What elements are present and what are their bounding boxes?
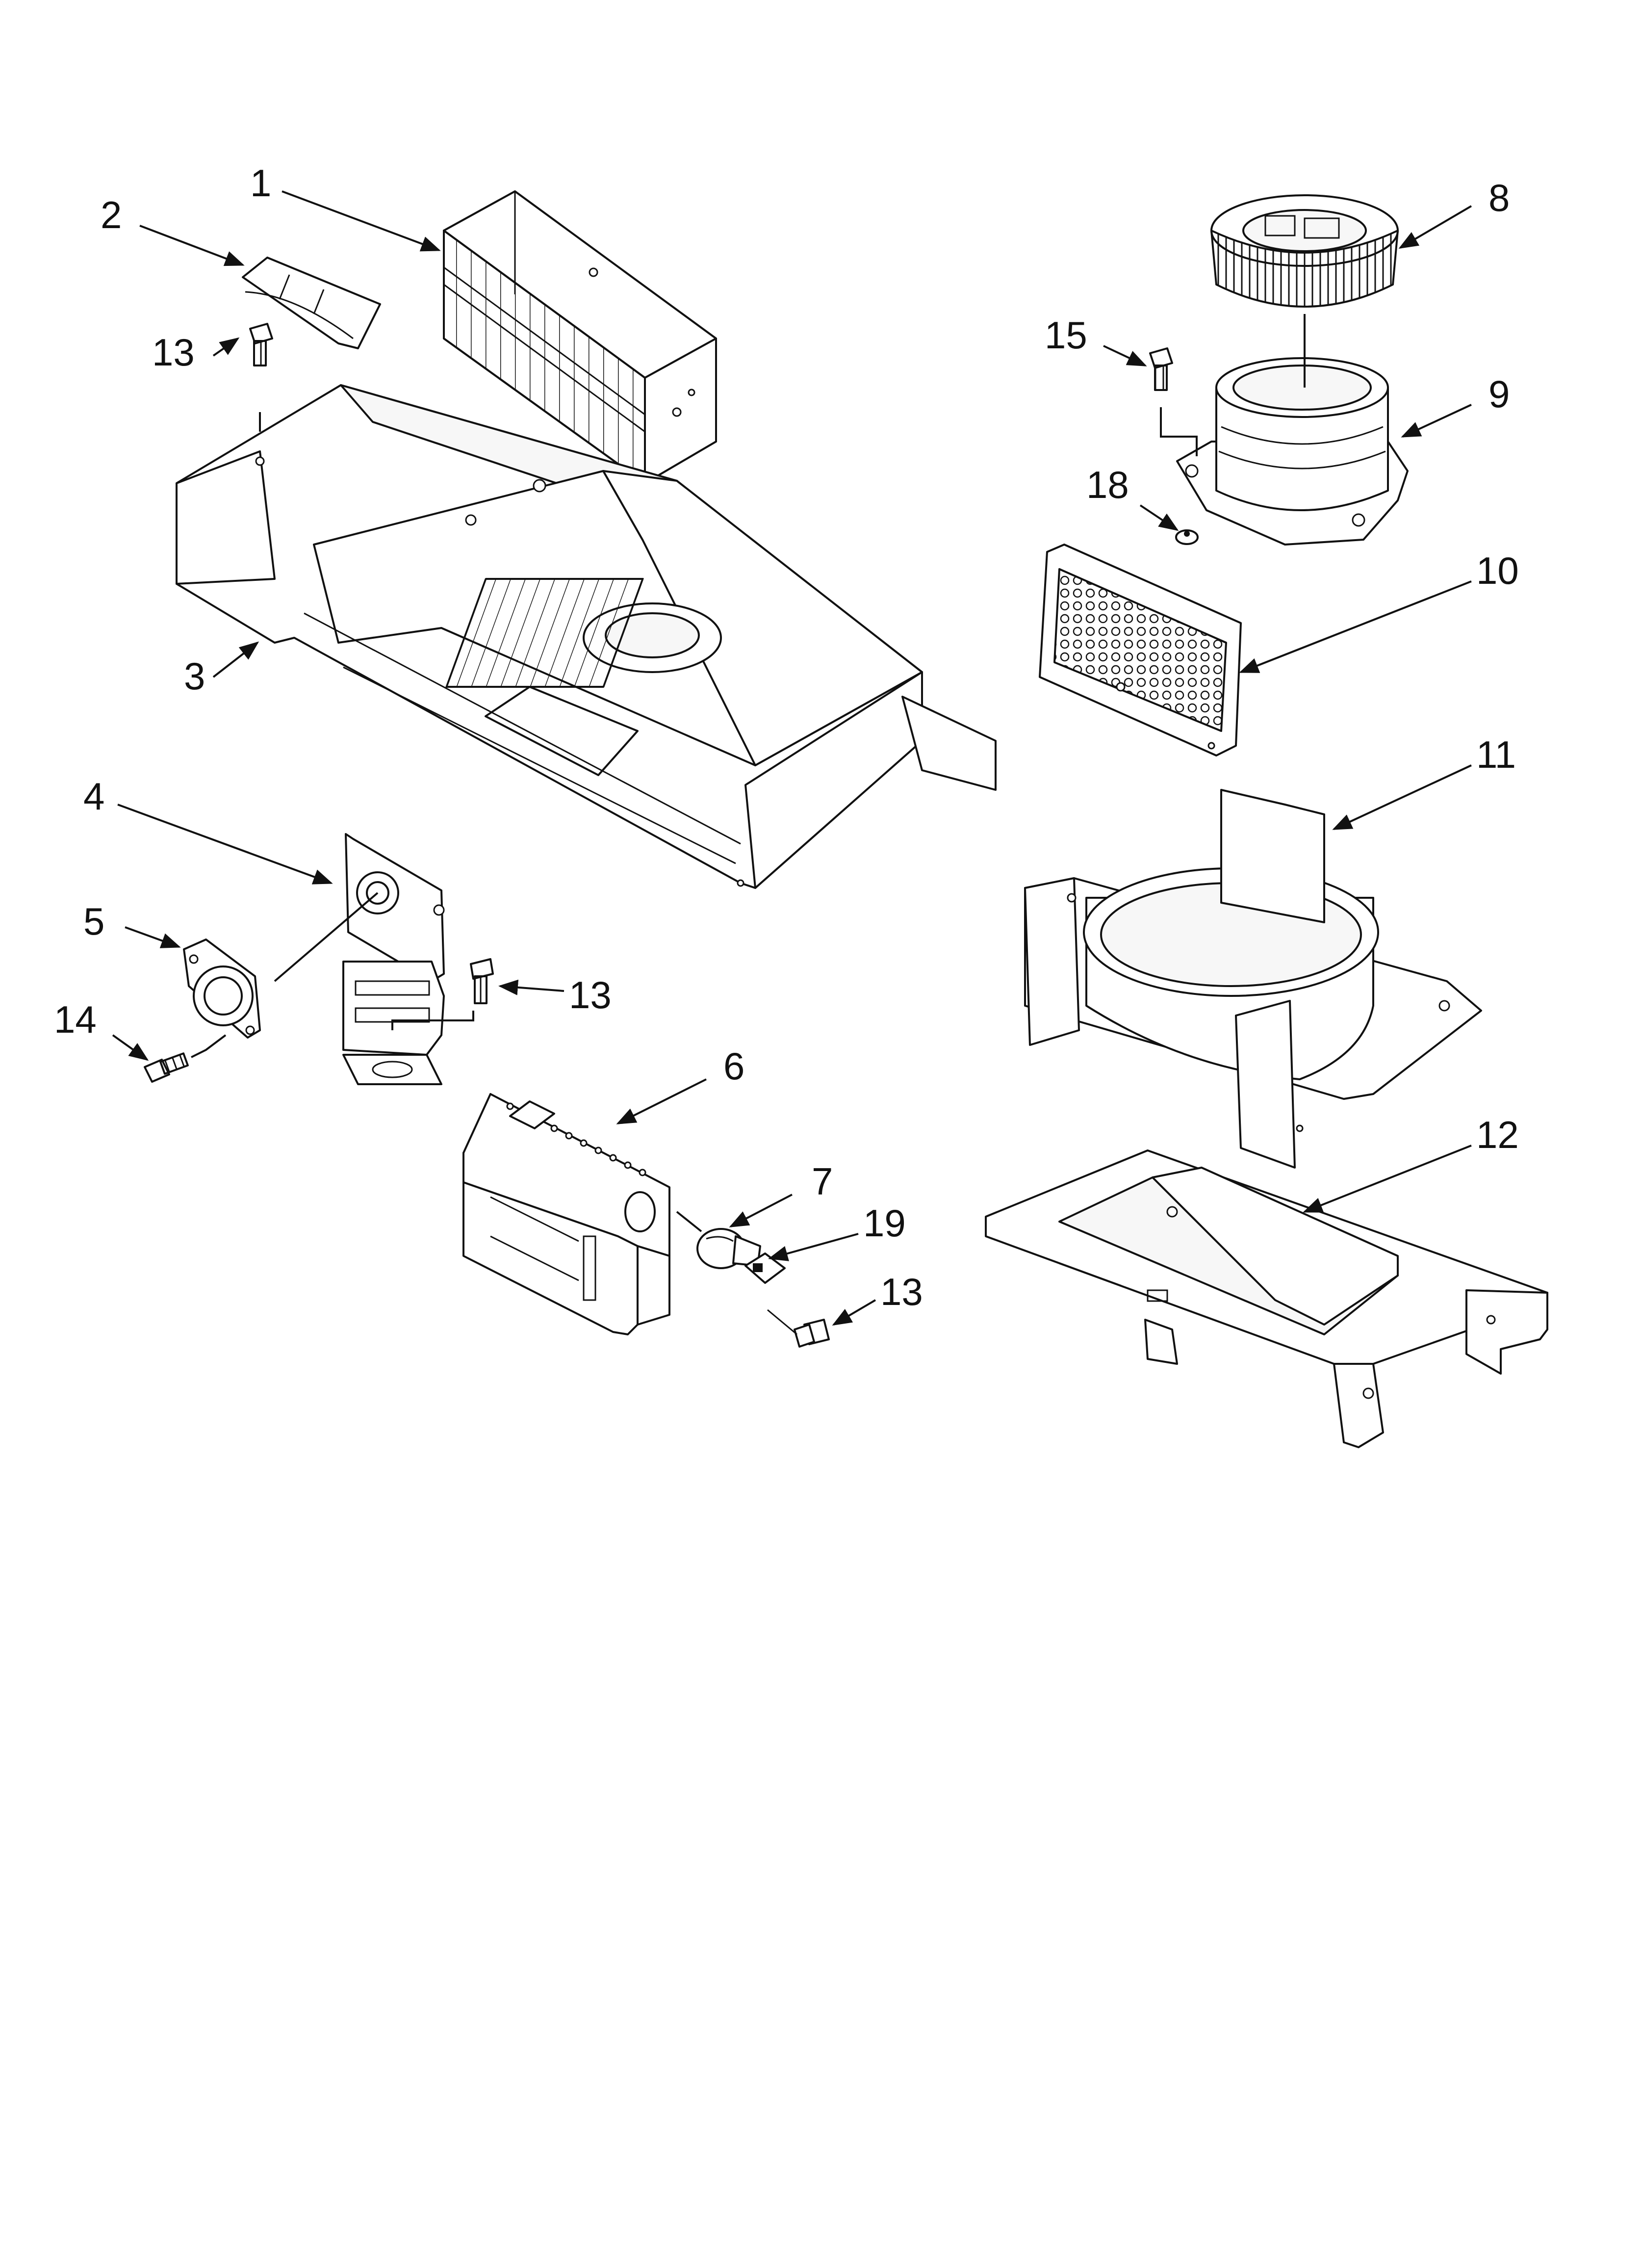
callout-9: 9 [1488, 372, 1510, 416]
screw-13-top [249, 323, 273, 432]
screw-13-bottom [767, 1309, 830, 1348]
callout-11: 11 [1476, 733, 1516, 776]
part-11-oval-shroud [1024, 789, 1482, 1169]
part-2-cover-plate [242, 257, 381, 349]
part-3-air-duct-housing [176, 384, 997, 889]
callout-13-top: 13 [152, 331, 195, 374]
callout-10: 10 [1476, 549, 1519, 592]
duct-vent-slots [445, 578, 644, 688]
assembly-lines [191, 314, 1306, 1232]
callout-6: 6 [723, 1044, 744, 1088]
callout-5: 5 [83, 900, 104, 943]
callout-1: 1 [250, 161, 271, 205]
callout-13-bottom: 13 [880, 1270, 923, 1313]
screw-13-middle [470, 958, 494, 1004]
callout-14: 14 [54, 998, 97, 1041]
part-10-screen-grille [1039, 544, 1242, 756]
part-7-light-bulb [696, 1228, 761, 1269]
screw-15 [1149, 347, 1173, 391]
callout-18: 18 [1086, 463, 1129, 506]
callout-4: 4 [83, 775, 104, 818]
callout-2: 2 [101, 193, 122, 236]
part-4-mounting-bracket [342, 833, 445, 1085]
part-6-light-housing [462, 1093, 670, 1335]
part-5-thermostat [183, 938, 261, 1039]
callout-15: 15 [1045, 313, 1087, 357]
clip-18 [1175, 529, 1199, 545]
callout-8: 8 [1488, 176, 1510, 219]
callout-3: 3 [184, 654, 205, 698]
part-1-louver-assembly [443, 190, 717, 484]
callout-labels: 1 2 3 4 5 6 7 8 9 10 11 12 13 13 13 14 1… [54, 161, 1519, 1313]
part-8-filter-ring [1210, 194, 1399, 308]
callout-12: 12 [1476, 1113, 1519, 1156]
callout-19: 19 [863, 1201, 906, 1245]
part-9-fan-shroud [1176, 357, 1409, 546]
leader-arrows [112, 190, 1472, 1326]
callout-13-middle: 13 [569, 973, 612, 1017]
part-12-base-plate [985, 1149, 1548, 1448]
callout-7: 7 [812, 1160, 833, 1203]
screw-14 [144, 1052, 189, 1083]
